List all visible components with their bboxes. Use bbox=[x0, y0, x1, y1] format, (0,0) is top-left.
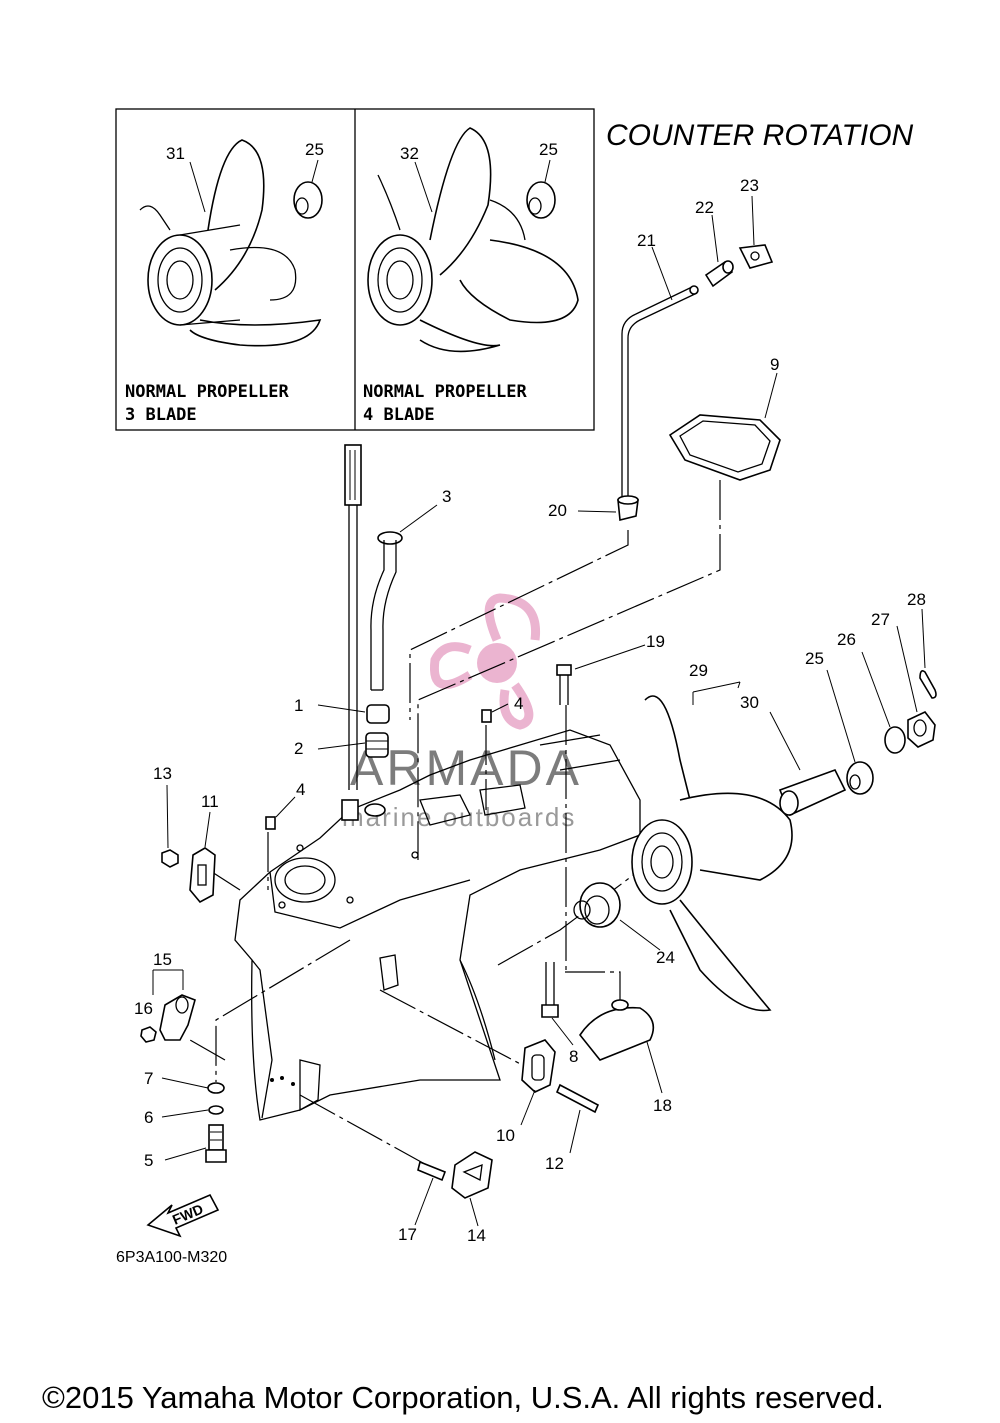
cover-icon bbox=[451, 1151, 493, 1199]
callout-12: 12 bbox=[545, 1154, 564, 1173]
inset-right-caption-line2: 4 BLADE bbox=[363, 405, 435, 425]
drive-shaft-icon bbox=[344, 444, 362, 790]
callout-25: 25 bbox=[805, 649, 824, 668]
callout-11: 11 bbox=[201, 792, 219, 811]
callout-16: 16 bbox=[134, 999, 153, 1018]
washer-icon bbox=[207, 1082, 225, 1094]
cotter-pin-icon bbox=[919, 670, 937, 699]
callout-22: 22 bbox=[695, 198, 714, 217]
assembly-centerline bbox=[299, 1094, 433, 1169]
assembly-centerline bbox=[565, 971, 621, 1000]
dowel-pin-icon bbox=[265, 816, 276, 830]
three-blade-propeller-icon bbox=[139, 139, 322, 347]
assembly-centerline bbox=[409, 530, 629, 720]
grommet-icon bbox=[617, 495, 639, 522]
castle-nut-icon bbox=[907, 711, 936, 748]
callout-24: 24 bbox=[656, 948, 675, 967]
callout-4-upper: 4 bbox=[514, 694, 523, 713]
forward-arrow-icon: FWD bbox=[146, 1193, 220, 1238]
armada-watermark: ARMADA marine outboards bbox=[342, 593, 579, 832]
callout-27: 27 bbox=[871, 610, 890, 629]
spring-washer-icon bbox=[208, 1105, 224, 1115]
assembly-centerline bbox=[379, 989, 529, 1069]
bolt-icon bbox=[205, 1124, 227, 1163]
bracket-icon bbox=[189, 847, 216, 904]
callout-25-right: 25 bbox=[539, 140, 558, 159]
propeller-icon bbox=[631, 695, 793, 1012]
nut-icon bbox=[161, 849, 179, 868]
callout-5: 5 bbox=[144, 1151, 153, 1170]
grommet-icon bbox=[365, 704, 390, 758]
gasket-icon bbox=[668, 372, 781, 481]
callout-21: 21 bbox=[637, 231, 656, 250]
callout-numbers: 1 2 3 4 4 5 6 7 8 9 10 11 12 13 14 15 16… bbox=[134, 176, 926, 1245]
cooling-water-pipe-icon bbox=[621, 246, 699, 498]
dowel-pin-icon bbox=[481, 709, 492, 723]
assembly-centerline bbox=[189, 1039, 226, 1061]
assembly-centerline bbox=[497, 869, 641, 966]
copyright-notice: ©2015 Yamaha Motor Corporation, U.S.A. A… bbox=[42, 1380, 884, 1415]
washer-icon bbox=[884, 726, 906, 754]
water-tube-icon bbox=[370, 531, 403, 691]
callout-25-left: 25 bbox=[305, 140, 324, 159]
inset-left-caption-line1: NORMAL PROPELLER bbox=[125, 382, 290, 402]
callout-28: 28 bbox=[907, 590, 926, 609]
callout-4-lower: 4 bbox=[296, 780, 305, 799]
trim-tab-anode-icon bbox=[140, 994, 196, 1043]
assembly-centerline bbox=[215, 939, 351, 1082]
thrust-washer-icon bbox=[293, 159, 323, 219]
assembly-centerline bbox=[417, 480, 721, 860]
lower-casing-icon bbox=[234, 729, 641, 1121]
diagram-code: 6P3A100-M320 bbox=[116, 1249, 227, 1266]
callout-32: 32 bbox=[400, 144, 419, 163]
callout-29: 29 bbox=[689, 661, 708, 680]
callout-19: 19 bbox=[646, 632, 665, 651]
callout-30: 30 bbox=[740, 693, 759, 712]
clip-icon bbox=[738, 244, 774, 269]
callout-10: 10 bbox=[496, 1126, 515, 1145]
inset-left-caption-line2: 3 BLADE bbox=[125, 405, 197, 425]
callout-31: 31 bbox=[166, 144, 185, 163]
callout-6: 6 bbox=[144, 1108, 153, 1127]
anode-icon bbox=[521, 1039, 556, 1093]
callout-26: 26 bbox=[837, 630, 856, 649]
anode-fin-icon bbox=[579, 999, 655, 1061]
callout-2: 2 bbox=[294, 739, 303, 758]
diagram-heading: COUNTER ROTATION bbox=[606, 119, 914, 152]
callout-3: 3 bbox=[442, 487, 451, 506]
callout-15: 15 bbox=[153, 950, 172, 969]
inset-right-caption-line1: NORMAL PROPELLER bbox=[363, 382, 528, 402]
thrust-washer-icon bbox=[526, 159, 556, 219]
propeller-inset: 31 25 NORMAL PROPELLER 3 BLADE 32 25 NOR… bbox=[115, 108, 595, 431]
callout-14: 14 bbox=[467, 1226, 486, 1245]
callout-13: 13 bbox=[153, 764, 172, 783]
callout-9: 9 bbox=[770, 355, 779, 374]
four-blade-propeller-icon bbox=[367, 127, 579, 353]
oil-seal-housing-icon bbox=[573, 882, 621, 928]
stud-bolt-icon bbox=[541, 962, 559, 1018]
callout-7: 7 bbox=[144, 1069, 153, 1088]
thrust-washer-icon bbox=[846, 761, 874, 795]
grommet-icon bbox=[704, 260, 734, 288]
screw-icon bbox=[417, 1160, 447, 1182]
callout-23: 23 bbox=[740, 176, 759, 195]
callout-17: 17 bbox=[398, 1225, 417, 1244]
spacer-icon bbox=[778, 769, 847, 817]
propeller-logo-icon bbox=[429, 593, 541, 730]
screw-icon bbox=[555, 1083, 600, 1114]
bolt-icon bbox=[556, 664, 572, 705]
assembly-centerline bbox=[211, 871, 241, 891]
callout-8: 8 bbox=[569, 1047, 578, 1066]
callout-18: 18 bbox=[653, 1096, 672, 1115]
callout-1: 1 bbox=[294, 696, 303, 715]
callout-20: 20 bbox=[548, 501, 567, 520]
